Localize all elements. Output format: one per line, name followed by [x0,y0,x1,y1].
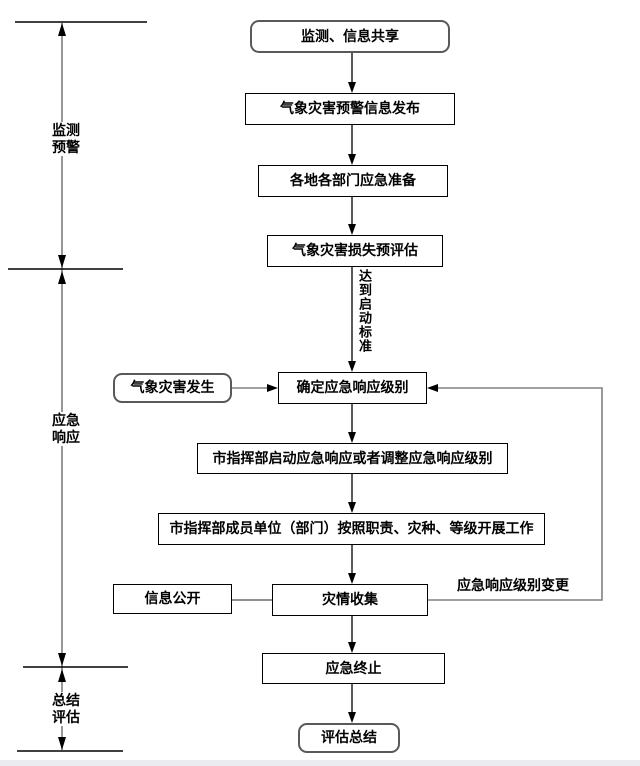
box-monitoring-info-sharing: 监测、信息共享 [250,20,450,53]
annotation-trigger-condition: 达到启动标准 [355,269,374,361]
phase-label-line: 响应 [52,429,80,445]
box-emergency-preparation: 各地各部门应急准备 [258,165,448,197]
arrow-up-icon [58,23,66,36]
phase-label-line: 监测 [52,122,80,138]
box-information-disclosure: 信息公开 [113,584,232,614]
arrow-down-icon [348,642,356,653]
phase-label-line: 预警 [52,139,80,155]
flow-arrowheads [348,82,356,723]
box-emergency-termination: 应急终止 [262,653,445,684]
phase-label-line: 总结 [52,692,80,708]
box-determine-response-level: 确定应急响应级别 [278,372,427,404]
box-start-or-adjust-response: 市指挥部启动应急响应或者调整应急响应级别 [197,443,508,474]
phase-label-line: 评估 [52,709,80,725]
box-warning-info-release: 气象灾害预警信息发布 [245,93,455,125]
axis-arrowheads [58,23,66,750]
arrow-down-icon [348,361,356,372]
box-disaster-info-collection: 灾情收集 [272,584,428,616]
arrow-down-icon [58,255,66,268]
arrow-down-icon [348,82,356,93]
box-members-carry-out-work: 市指挥部成员单位（部门）按照职责、灾种、等级开展工作 [158,513,545,545]
phase-label-monitoring-warning: 监测 预警 [44,122,88,156]
phase-label-summary-evaluation: 总结 评估 [44,692,88,726]
box-loss-pre-assessment: 气象灾害损失预评估 [267,235,443,267]
page-edge-strip [0,760,640,766]
arrow-down-icon [58,737,66,750]
arrow-down-icon [348,154,356,165]
box-evaluation-summary: 评估总结 [298,723,400,753]
arrow-down-icon [348,224,356,235]
arrow-down-icon [58,653,66,666]
arrow-down-icon [348,712,356,723]
phase-label-emergency-response: 应急 响应 [44,412,88,446]
box-disaster-occurs: 气象灾害发生 [113,373,232,403]
arrow-down-icon [348,502,356,513]
annotation-level-change: 应急响应级别变更 [457,577,569,593]
feedback-loop-line [428,387,603,601]
arrow-left-icon [427,384,438,392]
arrow-up-icon [58,669,66,682]
phase-label-line: 应急 [52,412,80,428]
arrow-up-icon [58,271,66,284]
arrow-down-icon [348,432,356,443]
arrow-right-icon [267,384,278,392]
arrow-down-icon [348,573,356,584]
